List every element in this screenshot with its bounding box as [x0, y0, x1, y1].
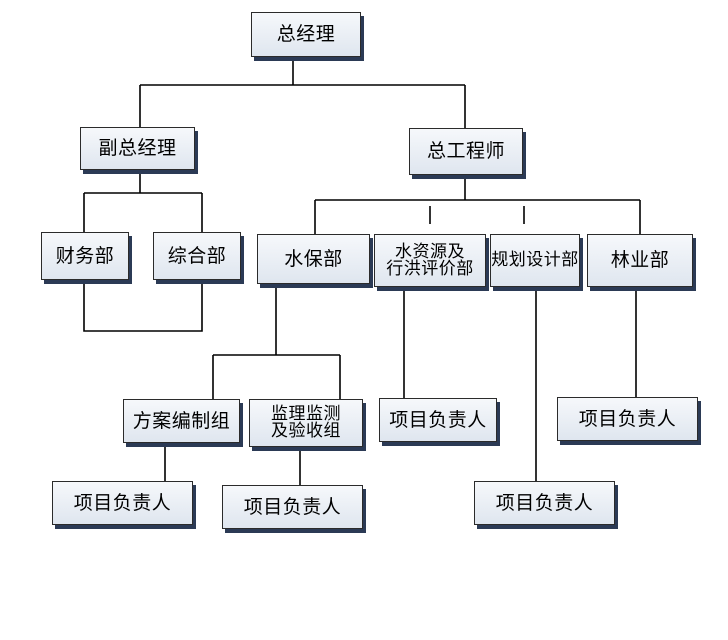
node-label: 综合部 — [167, 244, 227, 267]
supervision-group-node: 监理监测 及验收组 — [249, 399, 363, 447]
plan-group-node: 方案编制组 — [123, 399, 240, 443]
node-label: 财务部 — [55, 244, 115, 267]
project-lead-node: 项目负责人 — [379, 398, 497, 442]
node-label: 总工程师 — [426, 140, 505, 162]
general-dept-node: 综合部 — [153, 232, 241, 280]
water-resource-dept-node: 水资源及 行洪评价部 — [374, 234, 486, 287]
node-label: 项目负责人 — [578, 407, 677, 430]
node-label: 方案编制组 — [132, 409, 231, 432]
deputy-gm-node: 副总经理 — [80, 127, 195, 170]
general-manager-node: 总经理 — [251, 12, 361, 57]
project-lead-node: 项目负责人 — [557, 397, 698, 441]
node-label-line1: 监理监测 — [271, 404, 341, 424]
node-label: 规划设计部 — [491, 250, 579, 270]
node-label: 副总经理 — [98, 137, 177, 159]
node-label: 项目负责人 — [243, 495, 342, 518]
node-label: 水保部 — [284, 247, 343, 270]
project-lead-node: 项目负责人 — [474, 481, 615, 525]
project-lead-node: 项目负责人 — [222, 485, 363, 529]
node-label: 项目负责人 — [495, 491, 594, 514]
node-label-line1: 水资源及 — [395, 241, 465, 262]
node-label: 项目负责人 — [73, 491, 172, 514]
finance-dept-node: 财务部 — [41, 232, 129, 280]
node-label: 林业部 — [610, 249, 670, 271]
node-label-line2: 行洪评价部 — [386, 258, 474, 279]
node-label-line2: 及验收组 — [271, 421, 341, 441]
planning-design-dept-node: 规划设计部 — [490, 234, 580, 287]
chief-engineer-node: 总工程师 — [409, 128, 523, 175]
node-label: 总经理 — [276, 23, 336, 45]
forestry-dept-node: 林业部 — [587, 234, 693, 287]
node-label: 项目负责人 — [389, 408, 487, 431]
soil-conservation-dept-node: 水保部 — [257, 234, 370, 284]
project-lead-node: 项目负责人 — [52, 481, 193, 525]
